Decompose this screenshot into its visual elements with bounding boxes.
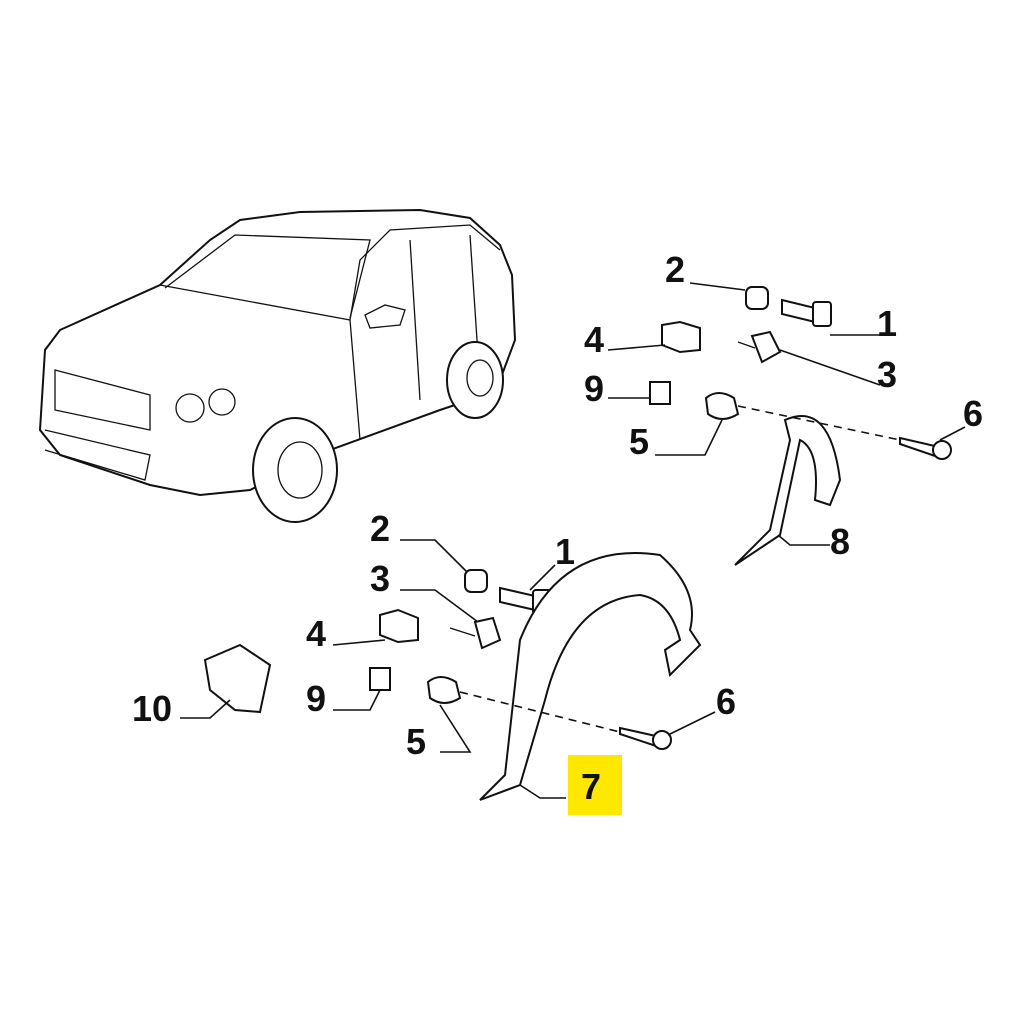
- clip-4-upper: [661, 320, 701, 354]
- label-4-upper: 4: [584, 319, 604, 360]
- nut-2-upper: [745, 286, 769, 310]
- label-7-highlighted: 7: [581, 766, 601, 807]
- clip-4-lower: [379, 608, 419, 644]
- screw-6-lower: [619, 726, 657, 748]
- label-6-upper: 6: [963, 393, 983, 434]
- label-5-upper: 5: [629, 421, 649, 462]
- label-3-upper: 3: [877, 354, 897, 395]
- wheel-arch-trim-7: [479, 552, 702, 801]
- label-10: 10: [132, 688, 172, 729]
- upper-parts: 2 1 4 3 9 5 6 8: [584, 249, 983, 566]
- wheel-arch-trim-8: [734, 415, 842, 566]
- lower-parts: 2 1 3 4 10 9 5 6 7: [132, 508, 736, 815]
- label-2-upper: 2: [665, 249, 685, 290]
- bracket-10: [203, 643, 272, 714]
- grommet-5-upper: [704, 392, 740, 420]
- car-illustration: [38, 208, 517, 523]
- bolt-1-upper: [781, 298, 816, 324]
- nut-3-upper: [750, 330, 782, 364]
- label-9-upper: 9: [584, 368, 604, 409]
- clip-9-lower: [369, 667, 391, 691]
- highlight-box: [568, 755, 622, 815]
- label-4-lower: 4: [306, 613, 326, 654]
- label-6-lower: 6: [716, 681, 736, 722]
- grommet-5-lower: [426, 676, 462, 704]
- bolt-1-lower: [499, 586, 536, 612]
- clip-9-upper: [649, 381, 671, 405]
- label-8: 8: [830, 521, 850, 562]
- screw-6-upper: [899, 436, 936, 458]
- label-1-upper: 1: [877, 303, 897, 344]
- label-3-lower: 3: [370, 558, 390, 599]
- label-5-lower: 5: [406, 721, 426, 762]
- nut-3-lower: [473, 616, 502, 650]
- nut-2-lower: [464, 569, 488, 593]
- label-2-lower: 2: [370, 508, 390, 549]
- label-9-lower: 9: [306, 678, 326, 719]
- label-1-lower: 1: [555, 531, 575, 572]
